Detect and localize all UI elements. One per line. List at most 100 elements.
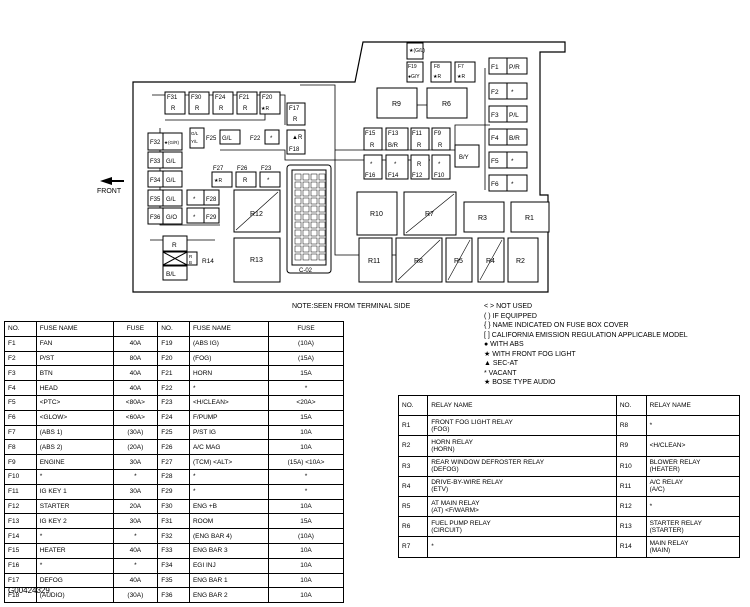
connector-pin xyxy=(302,237,310,245)
svg-text:F11: F11 xyxy=(412,131,423,137)
figure-id: G00424329 xyxy=(8,586,50,595)
relay-name: BLOWER RELAY xyxy=(649,459,701,467)
fuse-table-cell: F33 xyxy=(157,542,190,559)
svg-text:F22: F22 xyxy=(250,136,261,142)
relay-code: (STARTER) xyxy=(649,526,684,534)
legend-item: { } NAME INDICATED ON FUSE BOX COVER xyxy=(484,322,629,329)
svg-text:R: R xyxy=(370,143,375,149)
legend-item: ● WITH ABS xyxy=(484,341,524,348)
relay-table-cell: R8 xyxy=(615,415,647,437)
svg-text:F20: F20 xyxy=(262,95,273,101)
relay-name: R1 xyxy=(402,422,411,430)
relay-code: (ETV) xyxy=(431,486,449,494)
svg-text:F18: F18 xyxy=(289,147,300,153)
relay-code: (HEATER) xyxy=(649,466,680,474)
fuse-table-cell: F19 xyxy=(157,335,190,352)
svg-text:R: R xyxy=(293,117,298,123)
fuse-table-cell: F2 xyxy=(4,350,37,367)
relay-table-cell: MAIN RELAY(MAIN) xyxy=(645,536,741,558)
legend-item: ★ WITH FRONT FOG LIGHT xyxy=(484,350,576,358)
svg-text:F9: F9 xyxy=(434,131,442,137)
svg-text:R5: R5 xyxy=(454,258,463,265)
connector-pin xyxy=(294,253,302,261)
table-row: F10**F28** xyxy=(4,468,344,485)
svg-text:*: * xyxy=(511,158,514,165)
fuse-table-cell: * xyxy=(35,468,114,485)
fuse-table-cell: <20A> xyxy=(268,394,344,411)
svg-text:B/R: B/R xyxy=(509,135,520,142)
svg-text:F36: F36 xyxy=(150,215,161,221)
fuse-table-cell: ENG BAR 2 xyxy=(188,587,270,604)
fuse-table-cell: <H/CLEAN> xyxy=(188,394,270,411)
relay-name: R7 xyxy=(402,543,411,551)
fuse-table-cell: (20A) xyxy=(112,439,159,456)
relay-table-cell: <H/CLEAN> xyxy=(645,435,741,457)
svg-text:R12: R12 xyxy=(250,211,263,218)
fuse-table-cell: * xyxy=(268,483,344,500)
relay-table-cell: * xyxy=(427,536,617,558)
svg-text:F4: F4 xyxy=(491,135,499,142)
svg-text:R4: R4 xyxy=(486,258,495,265)
svg-text:R1: R1 xyxy=(525,215,534,222)
svg-text:F21: F21 xyxy=(239,95,250,101)
svg-text:G/L: G/L xyxy=(166,178,176,184)
svg-text:B: B xyxy=(189,260,192,265)
fuse-table-cell: HORN xyxy=(188,365,270,382)
connector-pin xyxy=(294,213,302,221)
fuse-table-cell: (30A) xyxy=(112,424,159,441)
svg-text:F3: F3 xyxy=(491,112,499,119)
svg-text:F14: F14 xyxy=(388,173,399,179)
fuse-table-cell: HEATER xyxy=(35,542,114,559)
fuse-table-cell: * xyxy=(112,557,159,574)
svg-text:★R: ★R xyxy=(214,178,222,184)
connector-pin xyxy=(294,181,302,189)
fuse-table-cell: * xyxy=(188,483,270,500)
fuse-table-cell: F22 xyxy=(157,380,190,396)
connector-pin xyxy=(310,221,318,229)
connector-pin xyxy=(302,245,310,253)
svg-text:F24: F24 xyxy=(215,95,226,101)
relay-name: * xyxy=(649,503,653,511)
connector-pin xyxy=(302,189,310,197)
connector-pin xyxy=(318,197,326,205)
svg-text:F6: F6 xyxy=(491,181,499,188)
fuse-table-cell: 40A xyxy=(112,572,159,589)
fuse-table-cell: (ABS IG) xyxy=(188,335,270,352)
connector-pin xyxy=(294,221,302,229)
relay-table-cell: R10 xyxy=(615,455,647,477)
connector-pin xyxy=(294,205,302,213)
relay-code: (HORN) xyxy=(431,445,455,453)
note: NOTE:SEEN FROM TERMINAL SIDE xyxy=(292,303,411,310)
fuse-table-cell: EGI INJ xyxy=(188,557,270,574)
connector-pin xyxy=(318,237,326,245)
relay-table-cell: BLOWER RELAY(HEATER) xyxy=(645,455,741,477)
fuse-table-cell: F21 xyxy=(157,365,190,382)
relay-name: R12 xyxy=(619,503,632,511)
svg-text:F32: F32 xyxy=(150,140,161,146)
svg-text:F19: F19 xyxy=(408,64,417,70)
fuse-table-cell: 10A xyxy=(268,557,344,574)
connector-pin xyxy=(310,181,318,189)
fuse-table-cell: F11 xyxy=(4,483,37,500)
fuse-table-cell: F14 xyxy=(4,528,37,544)
fuse-table-cell: F26 xyxy=(157,439,190,456)
connector-pin xyxy=(318,213,326,221)
connector-c02: C-02 xyxy=(286,164,332,274)
svg-text:B/Y: B/Y xyxy=(459,155,469,161)
relay-table-cell: R14 xyxy=(615,536,647,558)
fuse-table-header: NO. xyxy=(157,321,190,337)
fuse-table-cell: F18 xyxy=(4,587,37,604)
legend-item: ★ BOSE TYPE AUDIO xyxy=(484,379,556,386)
connector-pin xyxy=(302,221,310,229)
fuse-table-cell: BTN xyxy=(35,365,114,382)
fuse-table-cell: * xyxy=(188,468,270,485)
fuse-table-cell: F12 xyxy=(4,498,37,515)
svg-text:*: * xyxy=(511,181,514,188)
fuse-table-cell: IG KEY 2 xyxy=(35,513,114,530)
relay-name: R5 xyxy=(402,503,411,511)
